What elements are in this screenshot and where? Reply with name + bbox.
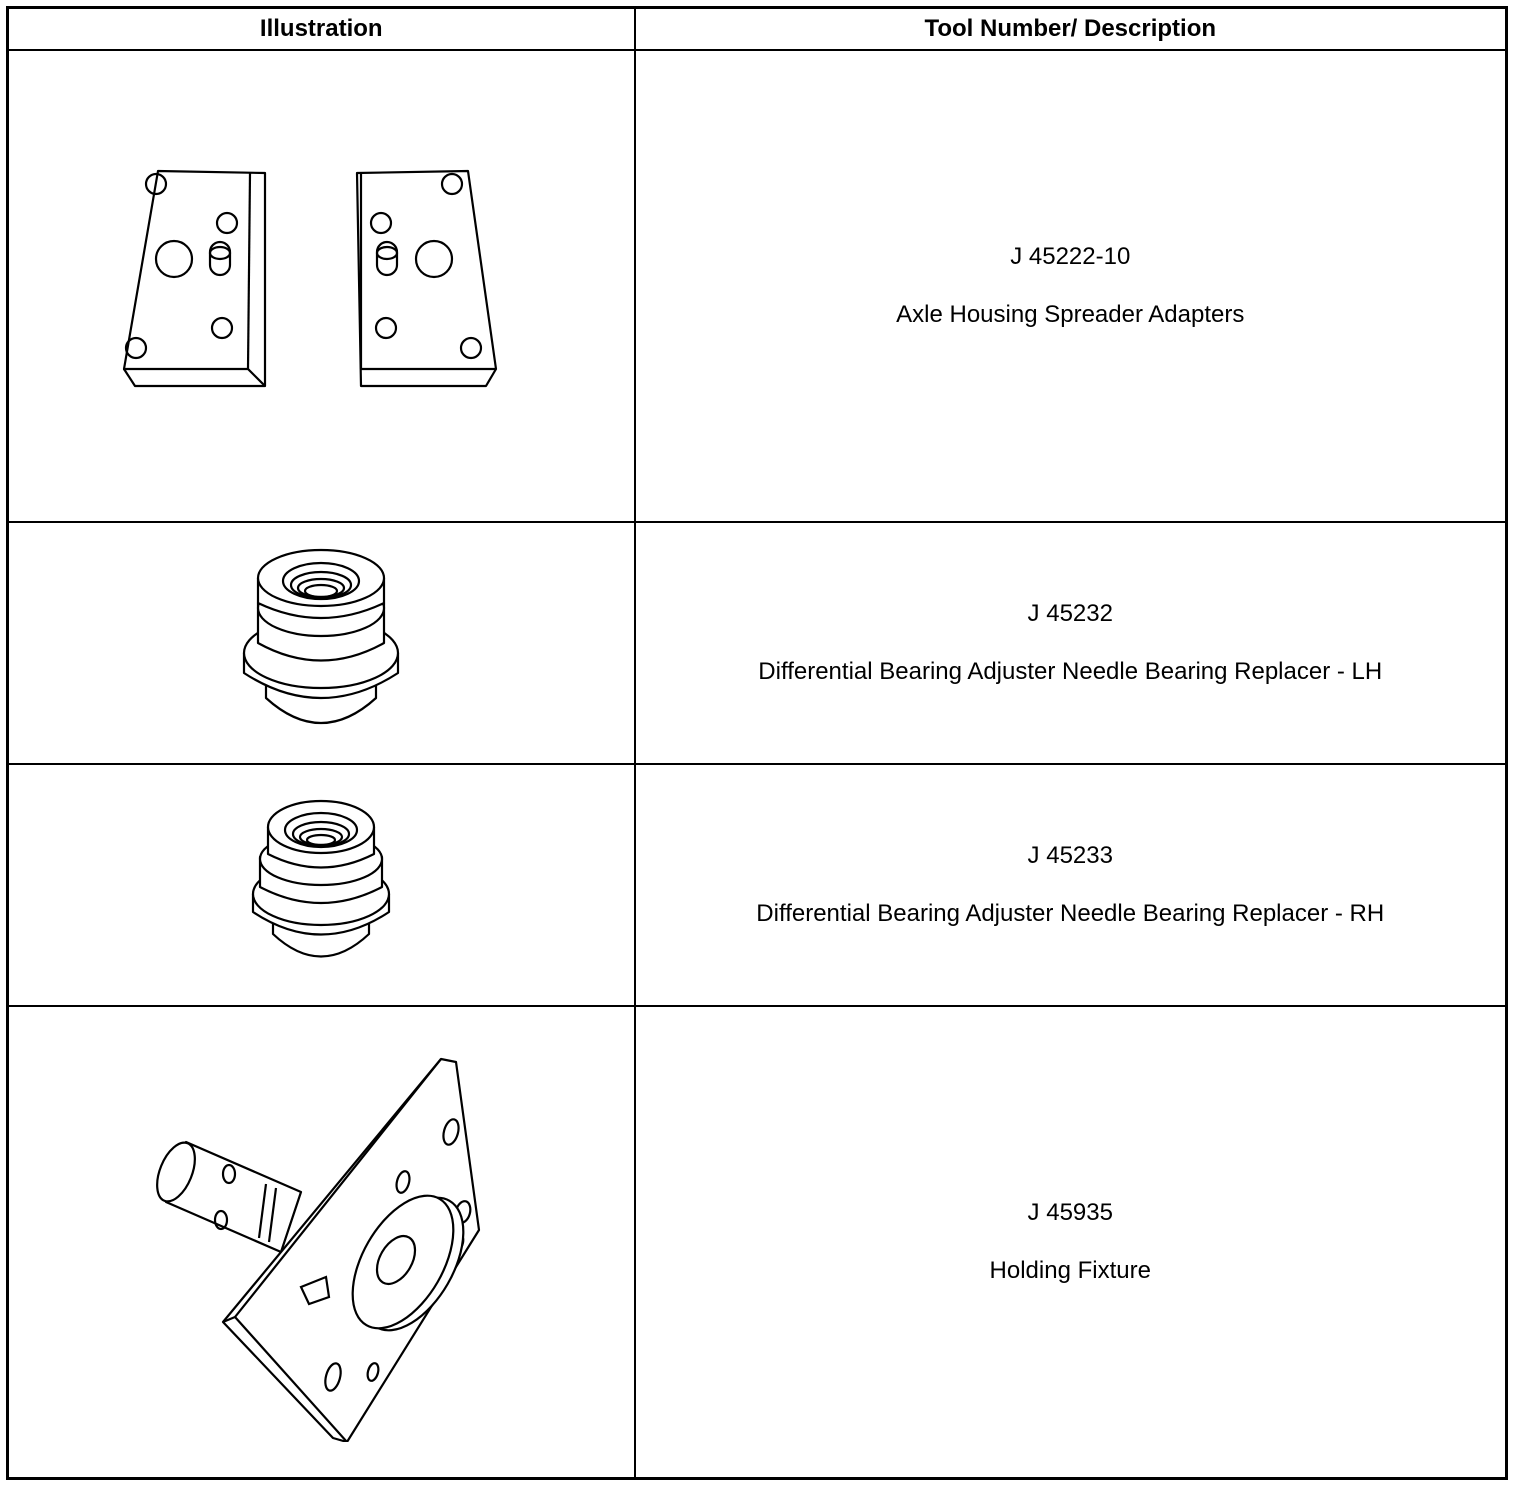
- header-row: Illustration Tool Number/ Description: [6, 6, 1508, 51]
- spreader-adapters-drawing: [123, 169, 498, 388]
- tool-number: J 45222-10: [1010, 243, 1131, 271]
- tool-number: J 45232: [1027, 600, 1113, 628]
- table-row: J 45935 Holding Fixture: [6, 1005, 1508, 1480]
- tool-number: J 45935: [1027, 1199, 1113, 1227]
- description-cell: J 45935 Holding Fixture: [633, 1005, 1508, 1480]
- illustration-cell: [6, 1005, 636, 1480]
- description-cell: J 45222-10 Axle Housing Spreader Adapter…: [633, 48, 1508, 524]
- tool-description: Differential Bearing Adjuster Needle Bea…: [756, 900, 1385, 928]
- description-cell: J 45233 Differential Bearing Adjuster Ne…: [633, 763, 1508, 1008]
- table-row: J 45232 Differential Bearing Adjuster Ne…: [6, 521, 1508, 766]
- tool-description: Axle Housing Spreader Adapters: [896, 301, 1245, 329]
- bearing-replacer-drawing: [243, 549, 400, 725]
- table-row: J 45233 Differential Bearing Adjuster Ne…: [6, 763, 1508, 1008]
- tool-number: J 45233: [1027, 842, 1113, 870]
- description-cell: J 45232 Differential Bearing Adjuster Ne…: [633, 521, 1508, 766]
- tools-table: Illustration Tool Number/ Description: [6, 6, 1508, 1480]
- illustration-cell: [6, 521, 636, 766]
- holding-fixture-drawing: [156, 1058, 481, 1443]
- illustration-cell: [6, 48, 636, 524]
- tool-description: Holding Fixture: [989, 1257, 1151, 1285]
- tool-description: Differential Bearing Adjuster Needle Bea…: [758, 658, 1383, 686]
- tool-header: Tool Number/ Description: [633, 6, 1508, 51]
- illustration-cell: [6, 763, 636, 1008]
- illustration-header: Illustration: [6, 6, 636, 51]
- table-row: J 45222-10 Axle Housing Spreader Adapter…: [6, 48, 1508, 524]
- bearing-replacer-drawing: [252, 800, 391, 958]
